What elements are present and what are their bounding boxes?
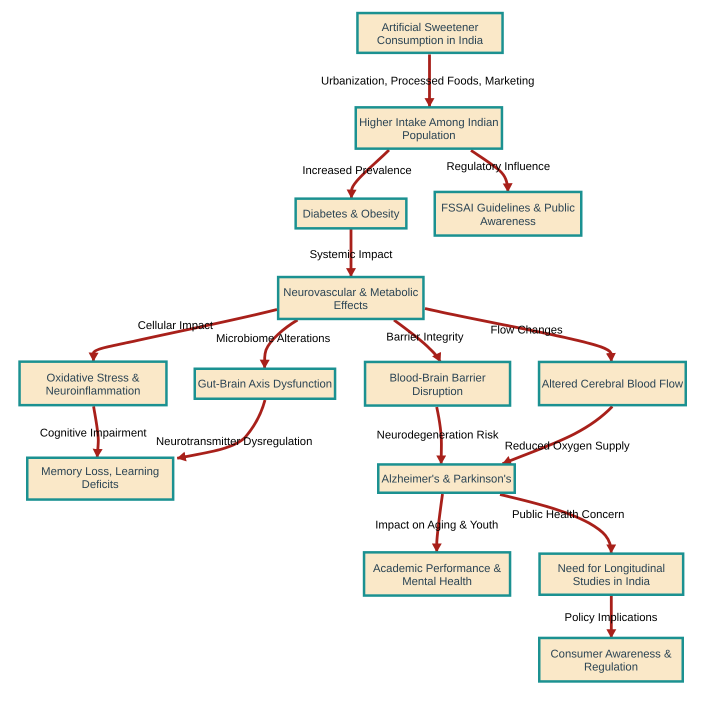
svg-text:Altered Cerebral Blood Flow: Altered Cerebral Blood Flow [542, 378, 684, 390]
svg-text:Neurodegeneration Risk: Neurodegeneration Risk [377, 430, 499, 442]
svg-text:Disruption: Disruption [412, 386, 463, 398]
svg-text:Cellular Impact: Cellular Impact [138, 320, 214, 332]
svg-text:Barrier Integrity: Barrier Integrity [386, 332, 464, 344]
svg-text:Artificial Sweetener: Artificial Sweetener [382, 22, 479, 34]
svg-text:Increased Prevalence: Increased Prevalence [302, 165, 411, 177]
svg-text:Studies in India: Studies in India [573, 576, 651, 588]
svg-text:Flow Changes: Flow Changes [490, 325, 563, 337]
svg-text:Impact on Aging & Youth: Impact on Aging & Youth [375, 519, 498, 531]
svg-text:Urbanization, Processed Foods,: Urbanization, Processed Foods, Marketing [321, 75, 535, 87]
svg-text:Diabetes & Obesity: Diabetes & Obesity [303, 208, 400, 220]
svg-text:Consumer Awareness &: Consumer Awareness & [551, 649, 672, 661]
svg-text:Consumption in India: Consumption in India [377, 35, 484, 47]
svg-text:Neuroinflammation: Neuroinflammation [46, 385, 141, 397]
svg-text:Cognitive Impairment: Cognitive Impairment [40, 428, 148, 440]
svg-text:Blood-Brain Barrier: Blood-Brain Barrier [390, 373, 486, 385]
svg-text:Neurotransmitter Dysregulation: Neurotransmitter Dysregulation [156, 436, 312, 448]
svg-text:Public Health Concern: Public Health Concern [512, 509, 624, 521]
svg-text:Policy Implications: Policy Implications [565, 612, 658, 624]
svg-text:Mental Health: Mental Health [402, 576, 472, 588]
svg-text:Academic Performance &: Academic Performance & [373, 563, 502, 575]
svg-text:Deficits: Deficits [82, 479, 119, 491]
svg-text:Awareness: Awareness [480, 216, 536, 228]
svg-text:Need for Longitudinal: Need for Longitudinal [558, 563, 665, 575]
svg-text:Higher Intake Among Indian: Higher Intake Among Indian [359, 117, 498, 129]
svg-text:Oxidative Stress &: Oxidative Stress & [47, 372, 140, 384]
svg-text:Systemic Impact: Systemic Impact [310, 249, 394, 261]
svg-text:Reduced Oxygen Supply: Reduced Oxygen Supply [505, 440, 630, 452]
svg-text:FSSAI Guidelines & Public: FSSAI Guidelines & Public [441, 203, 575, 215]
svg-text:Regulatory Influence: Regulatory Influence [446, 161, 550, 173]
svg-text:Memory Loss, Learning: Memory Loss, Learning [41, 466, 159, 478]
svg-text:Microbiome Alterations: Microbiome Alterations [216, 333, 331, 345]
svg-text:Alzheimer's & Parkinson's: Alzheimer's & Parkinson's [382, 474, 512, 486]
svg-text:Population: Population [402, 130, 455, 142]
svg-text:Gut-Brain Axis Dysfunction: Gut-Brain Axis Dysfunction [198, 379, 332, 391]
svg-text:Effects: Effects [334, 300, 369, 312]
svg-text:Neurovascular & Metabolic: Neurovascular & Metabolic [283, 287, 418, 299]
svg-text:Regulation: Regulation [584, 662, 638, 674]
